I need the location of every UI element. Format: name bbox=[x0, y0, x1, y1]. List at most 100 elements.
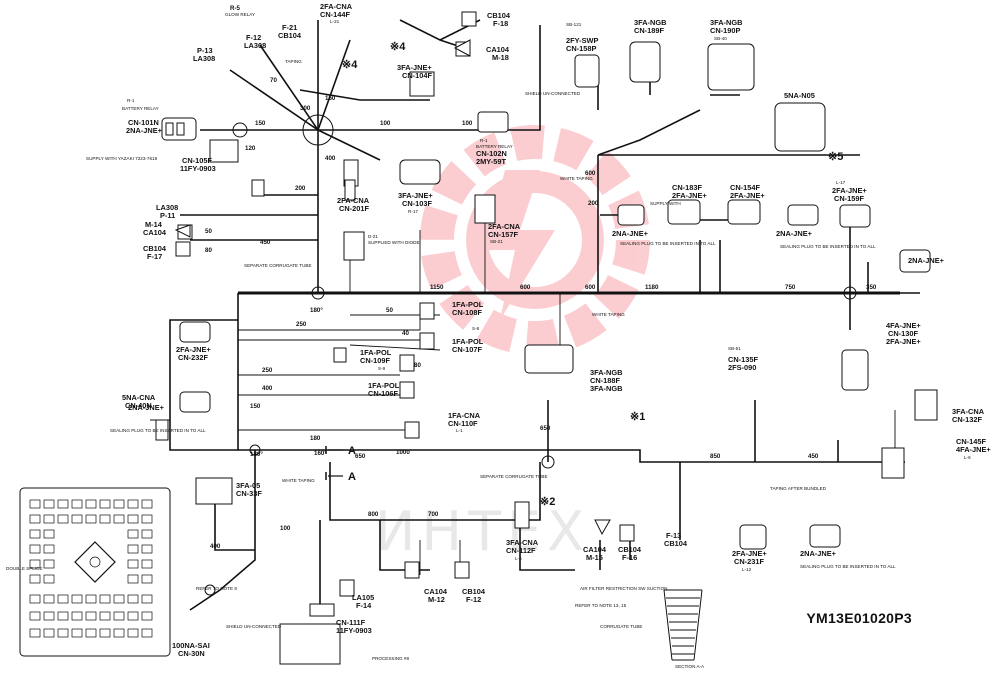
angle-1: 180° bbox=[310, 307, 323, 314]
label-c-130f-1: CN-130F bbox=[888, 329, 918, 338]
label-c-135f-1: CN-135F bbox=[728, 355, 758, 364]
label-c-130f-0: 4FA-JNE+ bbox=[886, 321, 921, 330]
label-c-f13-1: CB104 bbox=[664, 539, 688, 548]
label-c-232f-0: 2FA-JNE+ bbox=[176, 345, 211, 354]
label-c-m12-0: CA104 bbox=[424, 587, 448, 596]
label-c-f12b-0: CB104 bbox=[462, 587, 486, 596]
label-c-111f-0: CN-111F bbox=[336, 618, 366, 627]
label-c-188f-2: 3FA-NGB bbox=[590, 384, 622, 393]
label-c-183f-1: 2FA-JNE+ bbox=[672, 191, 707, 200]
dim-18: 650 bbox=[540, 425, 551, 432]
marker-2: ※2 bbox=[540, 496, 555, 508]
label-c-105f-0: CN-105F bbox=[182, 156, 212, 165]
dim-2: 600 bbox=[585, 170, 596, 177]
label-c-103f-0: 3FA-JNE+ bbox=[398, 191, 433, 200]
label-c-p13-0: P-13 bbox=[197, 46, 213, 55]
label-c-m15-1: M-15 bbox=[586, 553, 603, 562]
label-c-cb104-f18-0: CB104 bbox=[487, 11, 511, 20]
label-c-145f-0: CN-145F bbox=[956, 437, 986, 446]
dim-7: 400 bbox=[325, 155, 336, 162]
dim-3: 150 bbox=[255, 120, 266, 127]
label-c-232f-1: CN-232F bbox=[178, 353, 208, 362]
label-c-158p-1: 2FY-SWP bbox=[566, 36, 599, 45]
dim-30: 400 bbox=[262, 385, 273, 392]
label-c-157f-2: SB-21 bbox=[490, 239, 503, 244]
label-c-la308-p11-1: P-11 bbox=[160, 211, 175, 220]
label-c-107f-1: CN-107F bbox=[452, 345, 482, 354]
label-c-102n-3: 2MY-59T bbox=[476, 157, 506, 166]
label-c-104f-1: CN-104F bbox=[402, 71, 432, 80]
label-c-30n-1: CN-30N bbox=[178, 649, 205, 658]
label-c-158p-2: CN-158P bbox=[566, 44, 596, 53]
label-c-231f-1: CN-231F bbox=[734, 557, 764, 566]
label-c-30n-0: 100NA-SAI bbox=[172, 641, 210, 650]
label-c-ca104-m18-0: CA104 bbox=[486, 45, 510, 54]
corrugate-tube-icon bbox=[663, 589, 703, 661]
dim-13: 700 bbox=[428, 511, 439, 518]
note-white-taping-3: WHITE TAPING bbox=[282, 478, 315, 483]
dim-17: 200 bbox=[588, 200, 599, 207]
label-c-f12-1: LA308 bbox=[244, 41, 266, 50]
label-c-201f-0: 2FA-CNA bbox=[337, 196, 370, 205]
dim-12: 1180 bbox=[645, 284, 659, 291]
dim-21: 50 bbox=[386, 307, 393, 314]
label-c-d21-1: SUPPLIED WITH DIODE bbox=[368, 240, 420, 245]
marker-4b: ※4 bbox=[390, 41, 406, 53]
label-c-183f-0: CN-183F bbox=[672, 183, 702, 192]
angle-2: 180° bbox=[250, 451, 263, 458]
watermark-gear-icon bbox=[420, 125, 650, 355]
label-c-40n-1: CN-40N bbox=[125, 401, 152, 410]
label-c-154f-1: 2FA-JNE+ bbox=[730, 191, 765, 200]
label-c-2na-c: 2NA-JNE+ bbox=[776, 229, 813, 238]
label-c-101n-0: R-1 bbox=[127, 98, 135, 103]
label-c-159f-2: CN-159F bbox=[834, 194, 864, 203]
label-c-158p-0: SB-121 bbox=[566, 22, 582, 27]
dim-26: 800 bbox=[368, 511, 379, 518]
label-c-cb104-f17-0: CB104 bbox=[143, 244, 167, 253]
dim-8: 200 bbox=[295, 185, 306, 192]
note-taping: TAPING bbox=[285, 59, 302, 64]
dim-32: 80 bbox=[414, 362, 421, 369]
dim-15: 750 bbox=[785, 284, 796, 291]
label-c-144f-1: CN-144F bbox=[320, 10, 350, 19]
note-air-filter: AIR FILTER RESTRICTION SW SUCTION bbox=[580, 586, 667, 591]
label-c-p13-1: LA308 bbox=[193, 54, 215, 63]
dim-33: 70 bbox=[270, 77, 277, 84]
label-c-33f-1: CN-33F bbox=[236, 489, 262, 498]
note-sealing-3: SEALING PLUG TO BE INSERTED IN TO ALL bbox=[110, 428, 206, 433]
marker-1: ※1 bbox=[630, 411, 645, 423]
marker-a2: A bbox=[348, 471, 356, 483]
label-c-190p-0: 3FA-NGB bbox=[710, 18, 742, 27]
note-shield-2: SHIELD UN-CONNECTED bbox=[226, 624, 282, 629]
label-c-130f-2: 2FA-JNE+ bbox=[886, 337, 921, 346]
label-c-f21-1: CB104 bbox=[278, 31, 302, 40]
label-c-108f-1: CN-108F bbox=[452, 308, 482, 317]
label-c-189f-1: CN-189F bbox=[634, 26, 664, 35]
label-c-m15-0: CA104 bbox=[583, 545, 607, 554]
label-c-f13-0: F-13 bbox=[666, 531, 681, 540]
dim-29: 450 bbox=[808, 453, 819, 460]
note-sealing: SEALING PLUG TO BE INSERTED IN TO ALL bbox=[620, 241, 716, 246]
label-c-cb104-f17-1: F-17 bbox=[147, 252, 162, 261]
label-c-102n-2: CN-102N bbox=[476, 149, 507, 158]
label-c-glow-relay-1: GLOW RELAY bbox=[225, 12, 255, 17]
dim-22: 180 bbox=[310, 435, 321, 442]
label-c-101n-2: CN-101N bbox=[128, 118, 159, 127]
note-refer-13: REFER TO NOTE 13, 15 bbox=[575, 603, 627, 608]
note-sep-corr-1: SEPARATE CORRUGATE TUBE bbox=[244, 263, 312, 268]
label-c-101n-1: BATTERY RELAY bbox=[122, 106, 159, 111]
dim-19: 1000 bbox=[396, 449, 410, 456]
label-c-102n-0: R-1 bbox=[480, 138, 488, 143]
label-c-40n-0: 5NA-CNA bbox=[122, 393, 156, 402]
note-white-taping-1: WHITE TAPING bbox=[560, 176, 593, 181]
label-c-145f-1: 4FA-JNE+ bbox=[956, 445, 991, 454]
label-c-cb104-f16-0: CB104 bbox=[618, 545, 642, 554]
label-c-107f-0: 1FA-POL bbox=[452, 337, 484, 346]
label-c-5na-n05: 5NA-N05 bbox=[784, 91, 815, 100]
note-processing: PROCESSING #8 bbox=[372, 656, 409, 661]
angle-3: 160° bbox=[314, 450, 327, 457]
dim-23: 100 bbox=[280, 525, 291, 532]
note-sealing-4: SEALING PLUG TO BE INSERTED IN TO ALL bbox=[800, 564, 896, 569]
label-c-106f-1: CN-106F bbox=[368, 389, 398, 398]
